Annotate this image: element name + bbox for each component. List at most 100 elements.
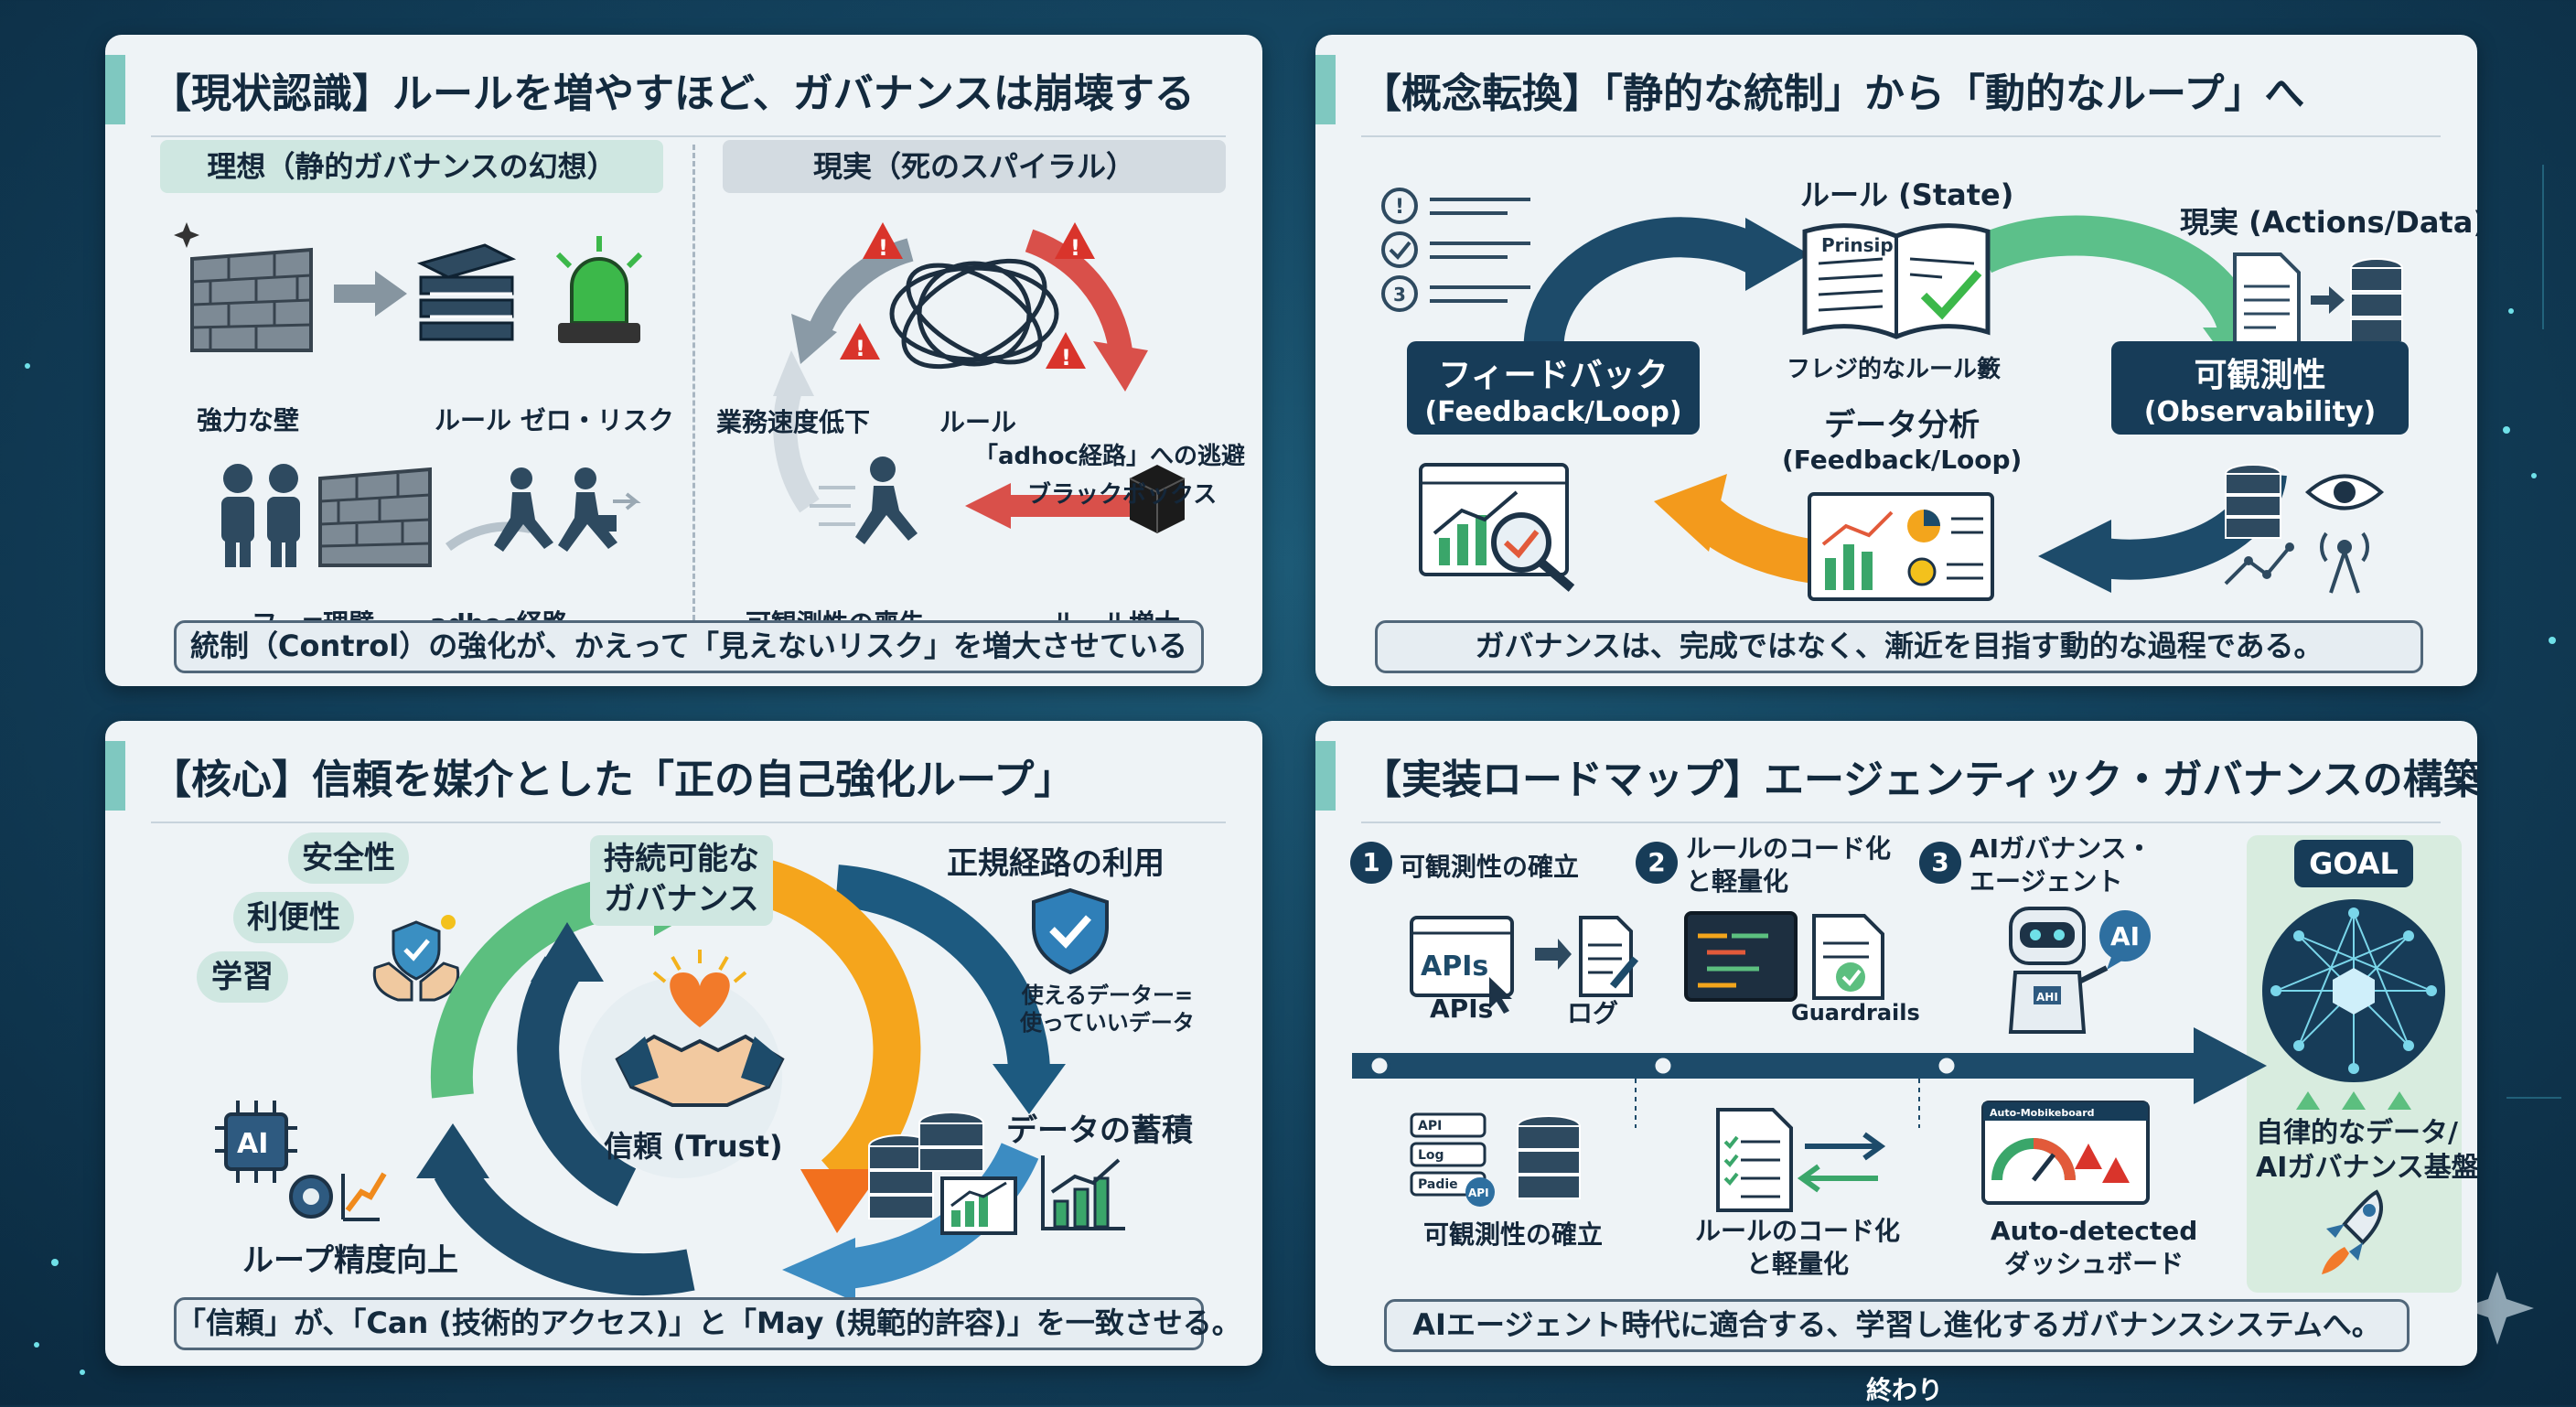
chart-magnifier-icon [1419, 463, 1575, 592]
step1-number: 1 [1350, 842, 1392, 884]
sustainable-line2: ガバナンス [604, 881, 759, 918]
green-siren-icon [555, 236, 643, 343]
ideal-header: 理想（静的ガバナンスの幻想） [160, 140, 663, 193]
step3-label: AIガバナンス・ エージェント [1970, 832, 2152, 898]
people-icon [221, 464, 300, 567]
api-tag2: Log [1418, 1148, 1444, 1163]
safety-pill: 安全性 [288, 832, 409, 884]
book-word: Prinsip [1821, 234, 1894, 256]
code-convert-icon [1716, 1108, 1886, 1212]
goal-line1: 自律的なデータ/ [2256, 1117, 2458, 1149]
step2-line1: ルールのコード化 [1686, 833, 1892, 864]
escape-label: 「adhoc経路」への逃避 [974, 443, 1245, 470]
analysis-dashboard-icon [1808, 492, 1994, 601]
step1-label: 可観測性の確立 [1400, 852, 1580, 882]
trust-label: 信頼 (Trust) [604, 1129, 783, 1164]
step2-number: 2 [1636, 842, 1678, 884]
real-header: 現実（死のスパイラル） [723, 140, 1226, 193]
dashboard-title-text: Auto-Mobikeboard [1990, 1107, 2095, 1119]
feedback-box: フィードバック (Feedback/Loop) [1407, 341, 1700, 435]
panel2-title: 【概念転換】「静的な統制」から「動的なループ」へ [1361, 70, 2305, 117]
lower-dashboard-line2: ダッシュボード [2004, 1249, 2184, 1279]
step3-line1: AIガバナンス・ [1970, 833, 2152, 864]
robot-badge-text: AHI [2036, 991, 2058, 1004]
rulebook-stack-icon [416, 243, 517, 341]
log-document-icon [1535, 916, 1639, 997]
svg-text:3: 3 [1393, 284, 1406, 306]
step2-line2: と軽量化 [1686, 866, 1789, 897]
rocket-icon [2322, 1189, 2383, 1274]
guardrails-label: Guardrails [1791, 1000, 1920, 1026]
blackbox-label: ブラックボックス [1027, 481, 1218, 509]
death-spiral-diagram: !!!! [773, 222, 1186, 544]
goal-line2: AIガバナンス基盤 [2256, 1152, 2477, 1184]
speed-down-label: 業務速度低下 [716, 407, 871, 437]
reality-label: 現実 (Actions/Data) [2180, 205, 2477, 240]
hands-shield-icon [372, 915, 460, 1002]
observability-box: 可観測性 (Observability) [2111, 341, 2409, 435]
footer-text: 終わり [1866, 1375, 1944, 1405]
step3-number: 3 [1919, 842, 1961, 884]
strong-wall-label: 強力な壁 [197, 405, 300, 435]
learning-pill: 学習 [197, 951, 288, 1003]
panel2-caption: ガバナンスは、完成ではなく、漸近を目指す動的な過程である。 [1375, 620, 2423, 673]
arrow-right-icon [334, 271, 407, 317]
timeline-arrow [1352, 1027, 2267, 1128]
goal-up-arrows-icon [2296, 1091, 2411, 1110]
panel3-title: 【核心】信頼を媒介とした「正の自己強化ループ」 [151, 757, 1075, 803]
feedback-sub: (Feedback/Loop) [1424, 396, 1682, 428]
bar-chart-icon [1041, 1155, 1125, 1230]
panel4-title: 【実装ロードマップ】エージェンティック・ガバナンスの構築 [1361, 757, 2477, 803]
step3-line2: エージェント [1970, 866, 2123, 897]
sustainable-line1: 持続可能な [604, 841, 759, 877]
panel1-caption: 統制（Control）の強化が、かえって「見えないリスク」を増大させている [174, 620, 1204, 673]
code-terminal-icon [1684, 911, 1798, 1002]
sustainable-box: 持続可能な ガバナンス [590, 835, 773, 926]
network-globe-icon [2262, 899, 2445, 1082]
observability-title: 可観測性 [2194, 357, 2326, 394]
panel1-title: 【現状認識】ルールを増やすほど、ガバナンスは崩壊する [151, 70, 1195, 117]
goal-badge: GOAL [2294, 840, 2413, 887]
divider [692, 145, 695, 620]
svg-text:!: ! [878, 235, 888, 261]
rule-label: ルール [939, 407, 1017, 437]
database-chart-icon [868, 1112, 1017, 1235]
goal-label: 自律的なデータ/ AIガバナンス基盤 [2256, 1116, 2477, 1186]
usable-data-line2: 使っていいデータ [1020, 1010, 1195, 1036]
panel4-caption: AIエージェント時代に適合する、学習し進化するガバナンスシステムへ。 [1384, 1299, 2410, 1352]
heart-handshake-icon [615, 950, 785, 1107]
analysis-sub: (Feedback/Loop) [1782, 445, 2023, 475]
fragile-book-label: フレジ的なルール籔 [1787, 356, 2002, 383]
panel-current-recognition: 【現状認識】ルールを増やすほど、ガバナンスは崩壊する 理想（静的ガバナンスの幻想… [105, 35, 1262, 686]
ai-bubble-text: AI [2110, 921, 2140, 951]
rule-state-label: ルール (State) [1800, 177, 2014, 212]
api-tag1: API [1418, 1119, 1442, 1133]
svg-text:!: ! [855, 336, 865, 361]
rule-zero-risk-label: ルール ゼロ・リスク [435, 405, 674, 435]
svg-text:!: ! [1070, 235, 1080, 261]
lower-dashboard-label: Auto-detected ダッシュボード [1991, 1215, 2197, 1281]
api-log-tags-icon: API Log Padie API [1410, 1112, 1581, 1207]
api-badge-text: API [1468, 1187, 1489, 1199]
usable-data-line1: 使えるデーター= [1021, 983, 1194, 1008]
lower-observability-label: 可観測性の確立 [1423, 1219, 1604, 1250]
lower-rulecode-label: ルールのコード化 と軽量化 [1695, 1215, 1900, 1281]
step2-label: ルールのコード化 と軽量化 [1686, 832, 1891, 898]
apis-window-icon: APIs [1410, 916, 1514, 1014]
database-eye-icon [2224, 464, 2385, 594]
panel3-caption: 「信頼」が、「Can (技術的アクセス)」と「May (規範的許容)」を一致させ… [174, 1297, 1241, 1350]
panel-roadmap: 【実装ロードマップ】エージェンティック・ガバナンスの構築 GOAL 1 可観測性… [1315, 721, 2477, 1366]
auto-dashboard-icon: Auto-Mobikeboard [1981, 1101, 2150, 1205]
feedback-title: フィードバック [1438, 357, 1669, 394]
brick-wall-icon [174, 222, 313, 352]
apis-label: APIs [1430, 993, 1494, 1024]
lower-rulecode-line2: と軽量化 [1746, 1249, 1850, 1279]
svg-text:!: ! [1395, 196, 1404, 219]
panel-concept-shift: 【概念転換】「静的な統制」から「動的なループ」へ ! 3 ルール (State)… [1315, 35, 2477, 686]
guardrails-document-icon [1812, 914, 1884, 1000]
ai-chip-icon: AI [215, 1101, 387, 1221]
usable-data-label: 使えるデーター= 使っていいデータ [1020, 982, 1195, 1036]
document-to-database-icon [2233, 252, 2403, 348]
official-route-label: 正規経路の利用 [947, 845, 1165, 882]
